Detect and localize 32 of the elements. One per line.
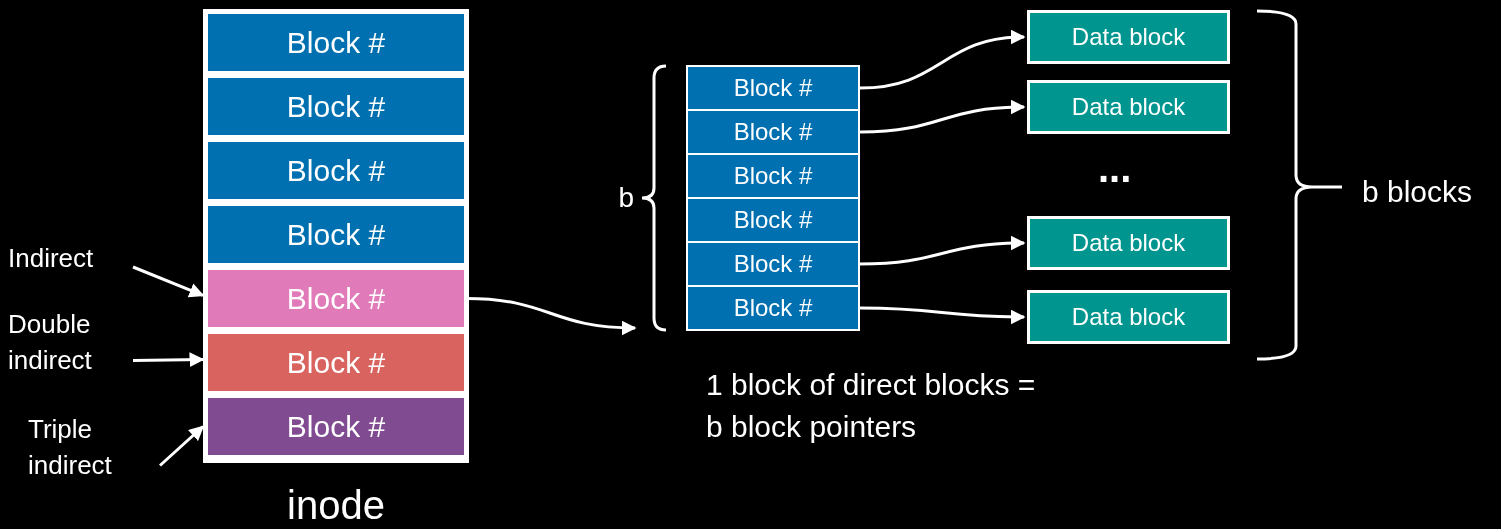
block-pointer-cell: Block # [686,153,860,199]
table-caption: inode [287,485,385,525]
pointer-label: Triple indirect [28,412,113,482]
brace-label: b blocks [1362,174,1473,210]
block-pointer-cell: Block # [206,12,466,73]
arrow [159,425,205,467]
block-pointer-cell: Block # [206,268,466,329]
ellipsis: ... [1098,145,1132,192]
pointer-label: Double indirect [8,307,93,377]
arrow [132,352,205,368]
data-block: Data block [1027,80,1230,134]
data-block: Data block [1027,10,1230,64]
note-text: 1 block of direct blocks = b block pointers [706,367,1037,445]
block-pointer-cell: Block # [686,241,860,287]
data-block: Data block [1027,290,1230,344]
block-pointer-cell: Block # [686,285,860,331]
arrow [859,30,1026,90]
block-pointer-cell: Block # [206,204,466,265]
block-pointer-cell: Block # [686,109,860,155]
block-pointer-cell: Block # [206,332,466,393]
block-pointer-cell: Block # [686,65,860,111]
arrow [859,235,1026,266]
block-pointer-cell: Block # [206,76,466,137]
arrow [132,265,205,298]
pointer-label: Indirect [8,241,95,275]
block-pointer-cell: Block # [206,140,466,201]
arrow [860,306,1026,325]
arrow [859,99,1026,134]
block-pointer-cell: Block # [686,197,860,243]
block-pointer-cell: Block # [206,396,466,457]
data-block: Data block [1027,216,1230,270]
brace-label: b [618,182,634,214]
